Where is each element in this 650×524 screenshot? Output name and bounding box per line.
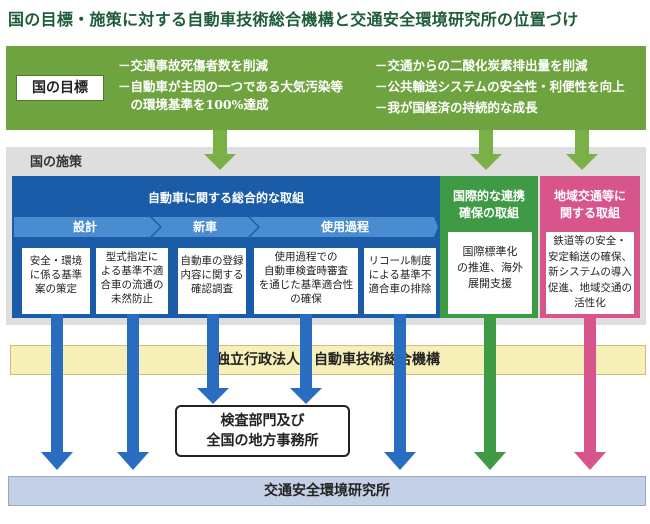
agency-bar: 独立行政法人 自動車技術総合機構 — [10, 345, 646, 375]
goal-arrows — [204, 130, 598, 170]
vehicle-panel-title: 自動車に関する総合的な取組 — [147, 191, 304, 205]
item-line: よる基準不適 — [100, 265, 164, 277]
page-title: 国の目標・施策に対する自動車技術総合機構と交通安全環境研究所の位置づけ — [8, 10, 579, 29]
goal-item: －我が国経済の持続的な成長 — [375, 100, 538, 115]
item-line: 自動車検査時審査 — [264, 265, 348, 277]
item-line: 型式指定に — [105, 251, 159, 263]
item-recall: リコール制度 による基準不 適合車の排除 — [364, 248, 436, 314]
item-inspection-conformity: 使用過程での 自動車検査時審査 を通じた基準適合性 の確保 — [254, 248, 358, 314]
stage-new-car: 新車 — [192, 220, 217, 234]
international-panel-title: 国際的な連携 確保の取組 — [440, 188, 538, 222]
item-line: 安全・環境 — [29, 255, 83, 267]
item-line: 未然防止 — [111, 293, 153, 305]
arrow-goal-to-vehicle — [204, 130, 236, 170]
stage-in-use: 使用過程 — [320, 220, 369, 234]
national-policy-label: 国の施策 — [30, 155, 83, 170]
arrow-intl-to-institute — [474, 314, 506, 470]
arrow-goal-to-intl — [470, 130, 502, 170]
item-line: 使用過程での — [274, 251, 338, 263]
arrow-goal-to-regional — [566, 130, 598, 170]
stage-chevron-design — [14, 217, 160, 237]
goal-item: －公共輸送システムの安全性・利便性を向上 — [375, 79, 625, 94]
inspection-branch-box: 検査部門及び 全国の地方事務所 — [175, 405, 350, 457]
arrow-inspection-to-branch — [290, 314, 322, 404]
item-line: 国際標準化 — [462, 245, 518, 258]
goal-item: －交通からの二酸化炭素排出量を削減 — [375, 58, 588, 73]
item-line: を通じた基準適合性 — [258, 279, 354, 291]
national-goals-label: 国の目標 — [16, 75, 104, 101]
arrow-type-approval-to-institute — [117, 314, 149, 470]
item-line: リコール制度 — [368, 255, 432, 267]
item-line: 新システムの導入 — [548, 266, 632, 278]
item-line: 確認調査 — [191, 283, 233, 295]
branch-line: 検査部門及び — [220, 413, 305, 429]
item-line: 内容に関する — [180, 269, 244, 281]
branch-line: 全国の地方事務所 — [206, 433, 319, 449]
item-line: 適合車の排除 — [368, 283, 432, 295]
item-type-approval: 型式指定に よる基準不適 合車の流通の 未然防止 — [96, 248, 168, 314]
item-international-standardization: 国際標準化 の推進、海外 展開支援 — [448, 232, 532, 314]
item-regional-transport: 鉄道等の安全・ 安定輸送の確保、 新システムの導入 促進、地域交通の 活性化 — [546, 232, 634, 314]
item-line: による基準不 — [368, 269, 432, 281]
regional-panel-title: 地域交通等に 関する取組 — [540, 188, 640, 222]
stage-chevron-use — [250, 217, 438, 237]
item-line: 案の策定 — [35, 283, 77, 295]
item-line: に係る基準 — [29, 269, 83, 281]
national-goals-box — [6, 46, 646, 130]
item-line: の推進、海外 — [457, 261, 523, 274]
item-line: 合車の流通の — [100, 279, 164, 291]
blue-arrows — [41, 314, 416, 470]
arrow-registration-to-branch — [197, 314, 229, 404]
item-line: 促進、地域交通の — [548, 281, 632, 294]
arrow-regional-to-institute — [574, 314, 606, 470]
item-line: 自動車の登録 — [180, 255, 244, 267]
panel-title-line: 国際的な連携 — [452, 189, 525, 203]
institute-bar: 交通安全環境研究所 — [8, 476, 646, 506]
item-line: 展開支援 — [468, 277, 512, 290]
panel-title-line: 地域交通等に — [553, 189, 626, 203]
item-line: 鉄道等の安全・ — [553, 235, 627, 247]
item-line: 安定輸送の確保、 — [548, 250, 632, 263]
item-line: の確保 — [290, 293, 322, 305]
item-registration-check: 自動車の登録 内容に関する 確認調査 — [178, 248, 246, 314]
stage-design: 設計 — [72, 220, 97, 234]
item-standards-drafting: 安全・環境 に係る基準 案の策定 — [22, 248, 90, 314]
stage-chevron-new — [152, 217, 258, 237]
goal-item: －交通事故死傷者数を削減 — [118, 58, 269, 73]
arrow-standards-to-institute — [41, 314, 73, 470]
arrow-recall-to-institute — [384, 314, 416, 470]
item-line: 活性化 — [574, 297, 606, 309]
panel-title-line: 確保の取組 — [458, 206, 519, 220]
panel-title-line: 関する取組 — [559, 206, 620, 220]
goal-item: －自動車が主因の一つである大気汚染等 — [118, 79, 343, 94]
goal-item: の環境基準を100%達成 — [118, 97, 269, 112]
